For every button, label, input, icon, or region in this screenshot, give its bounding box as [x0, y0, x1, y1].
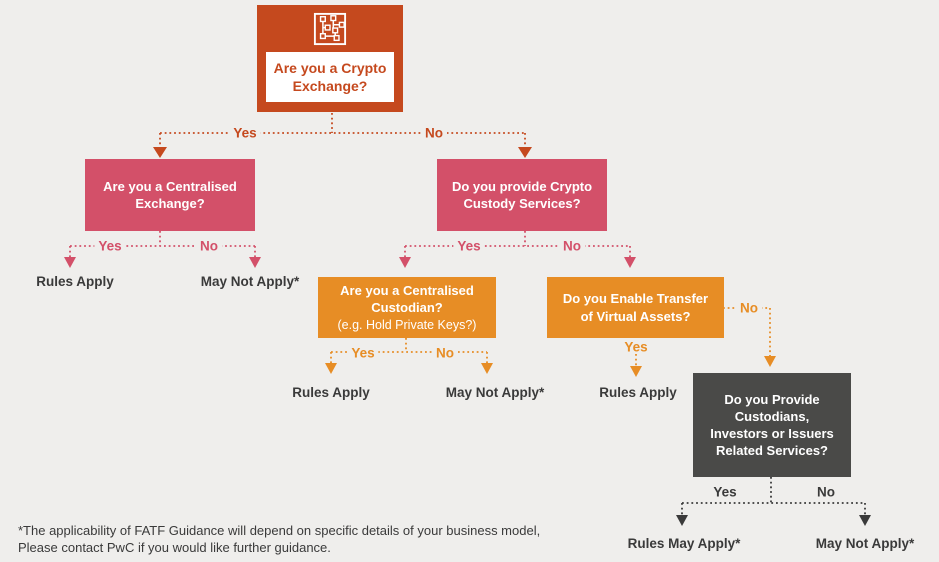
label-no-custody-services: No — [559, 238, 585, 254]
footnote-text: *The applicability of FATF Guidance will… — [18, 523, 541, 556]
root-branch-connectors — [153, 113, 532, 158]
node-centralised-exchange-label: Are you a Centralised Exchange? — [103, 178, 237, 211]
node-custody-services: Do you provide Crypto Custody Services? — [437, 159, 607, 231]
outcome-rules-apply-3: Rules Apply — [599, 385, 677, 400]
label-no-enable-transfer: No — [736, 300, 762, 316]
outcome-rules-may-apply: Rules May Apply* — [627, 536, 741, 551]
label-yes-related-services: Yes — [713, 484, 737, 500]
dark-branch-connectors — [676, 477, 871, 526]
node-centralised-custodian: Are you a Centralised Custodian? (e.g. H… — [318, 277, 496, 338]
label-yes-root-left: Yes — [229, 125, 261, 141]
node-centralised-custodian-label: Are you a Centralised Custodian? — [340, 282, 474, 315]
label-no-related-services: No — [817, 484, 835, 500]
node-enable-transfer-label: Do you Enable Transfer of Virtual Assets… — [562, 291, 709, 324]
label-no-centralised-custodian: No — [432, 345, 458, 361]
label-no-root-right: No — [421, 125, 447, 141]
node-centralised-exchange: Are you a Centralised Exchange? — [85, 159, 255, 231]
node-enable-transfer: Do you Enable Transfer of Virtual Assets… — [547, 277, 724, 338]
outcome-may-not-apply-1: May Not Apply* — [200, 274, 300, 289]
node-crypto-exchange: Are you a Crypto Exchange? — [257, 5, 403, 112]
label-yes-enable-transfer: Yes — [624, 339, 648, 355]
label-yes-centralised-exchange: Yes — [94, 238, 126, 254]
outcome-may-not-apply-3: May Not Apply* — [815, 536, 915, 551]
blockchain-network-icon — [313, 12, 347, 46]
outcome-rules-apply-2: Rules Apply — [292, 385, 370, 400]
node-related-services: Do you Provide Custodians, Investors or … — [693, 373, 851, 477]
label-yes-custody-services: Yes — [453, 238, 485, 254]
node-related-services-label: Do you Provide Custodians, Investors or … — [710, 391, 834, 459]
node-crypto-exchange-label: Are you a Crypto Exchange? — [266, 52, 394, 102]
pink-branch-connectors — [64, 231, 636, 268]
outcome-rules-apply-1: Rules Apply — [36, 274, 114, 289]
node-custody-services-label: Do you provide Crypto Custody Services? — [451, 178, 593, 211]
label-no-centralised-exchange: No — [196, 238, 222, 254]
label-yes-centralised-custodian: Yes — [347, 345, 379, 361]
outcome-may-not-apply-2: May Not Apply* — [445, 385, 545, 400]
node-centralised-custodian-subtext: (e.g. Hold Private Keys?) — [337, 318, 477, 333]
